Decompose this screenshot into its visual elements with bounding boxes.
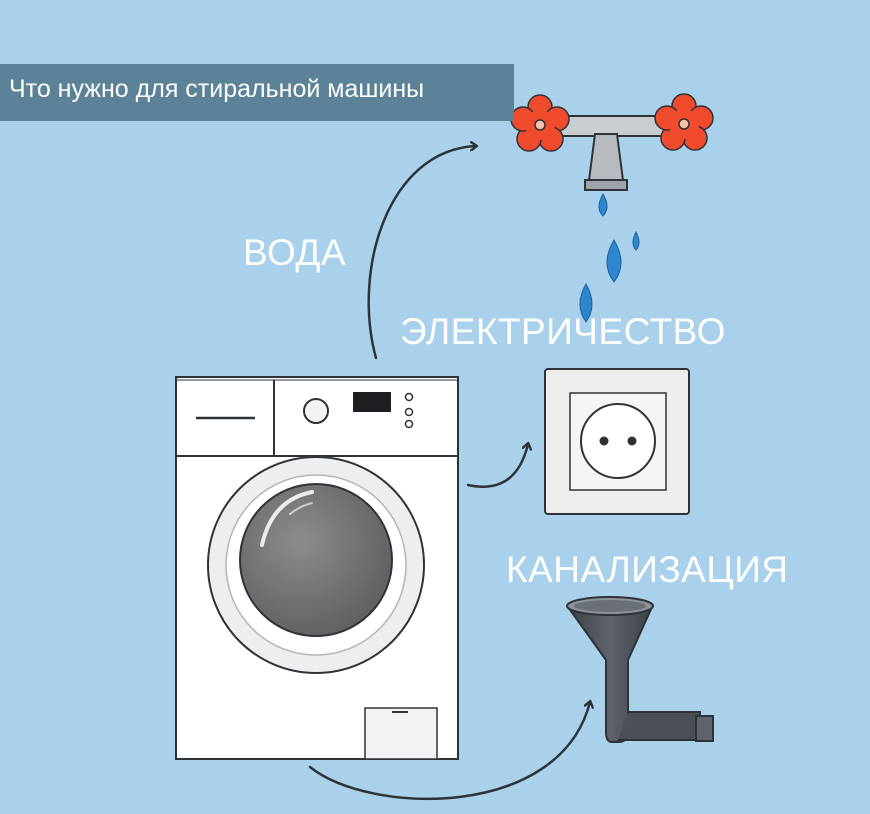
drain-funnel-icon [566, 596, 714, 743]
water-drop-icon [579, 192, 640, 323]
arrow-to-electricity [466, 444, 528, 488]
water-label: ВОДА [243, 232, 347, 273]
arrow-to-sewer [308, 702, 590, 801]
power-socket-icon [544, 368, 690, 515]
sewer-label: КАНАЛИЗАЦИЯ [506, 549, 789, 590]
page-title: Что нужно для стиральной машины [0, 64, 514, 121]
water-tap-icon [510, 93, 714, 191]
washing-machine-icon [175, 376, 459, 760]
electricity-label: ЭЛЕКТРИЧЕСТВО [400, 311, 726, 352]
arrow-to-water [367, 146, 476, 360]
